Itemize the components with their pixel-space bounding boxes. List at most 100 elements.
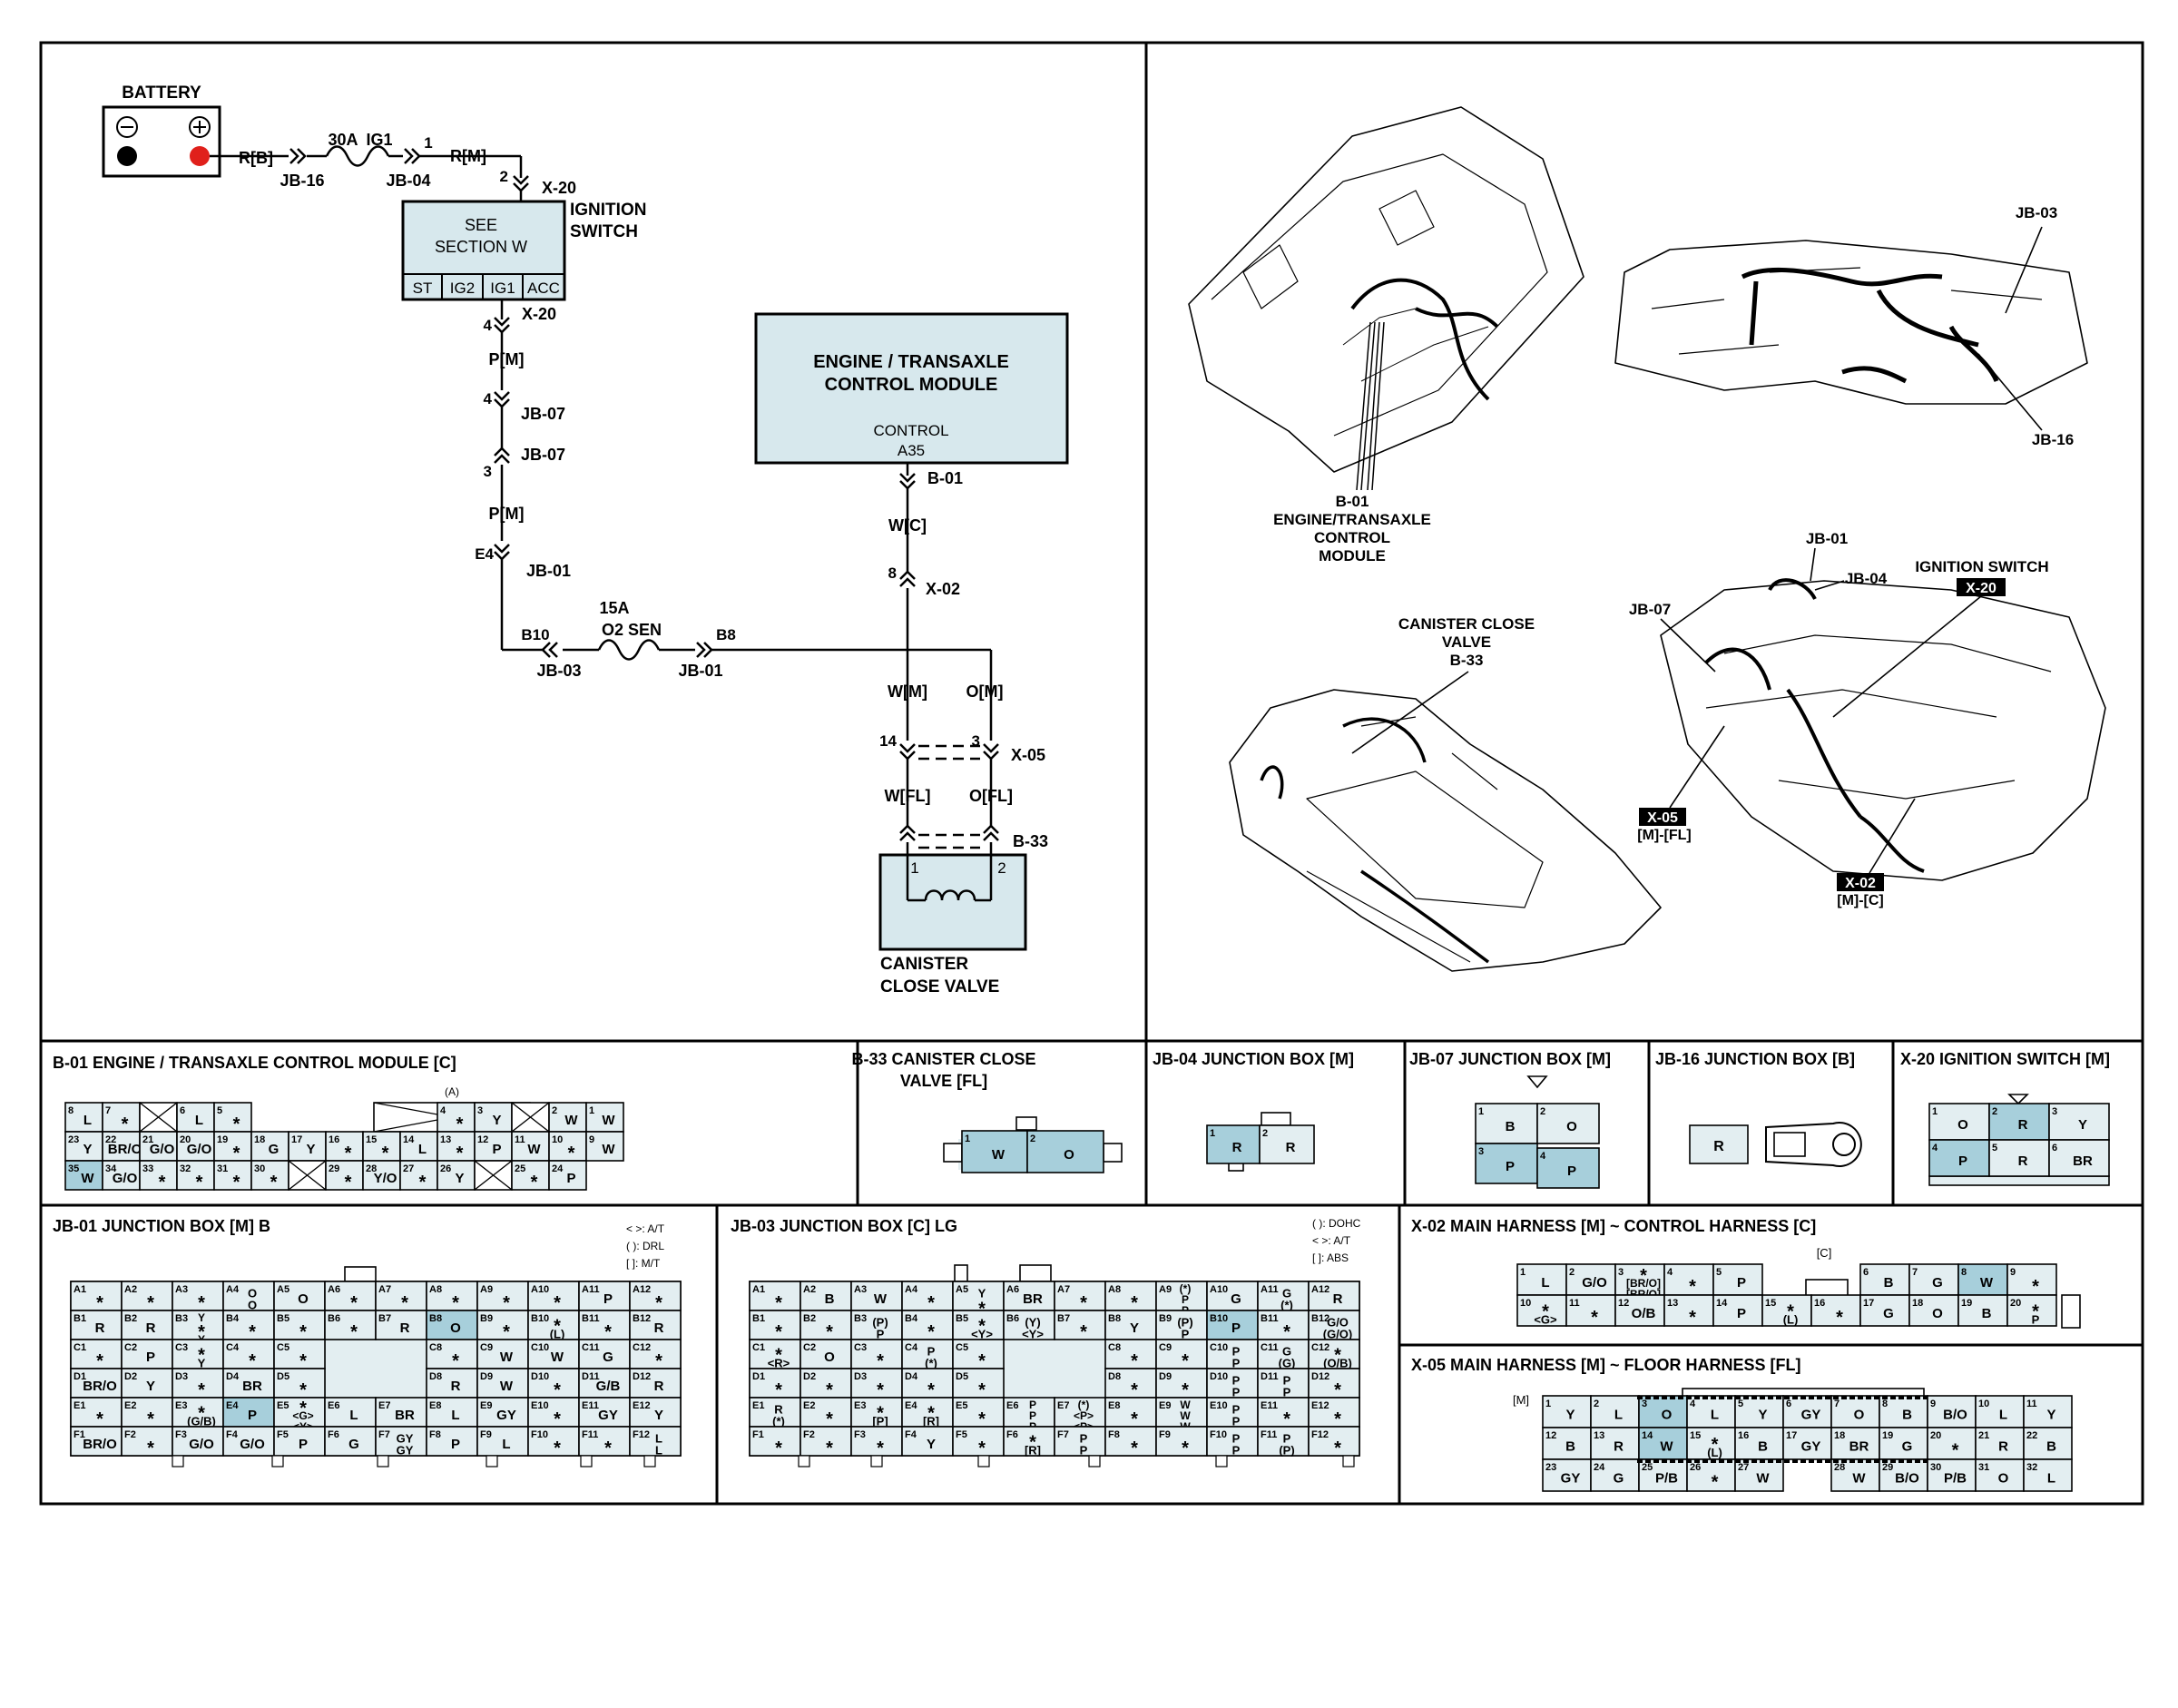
cavity-value: P [1182,1293,1189,1306]
cavity-value: P [1737,1275,1746,1291]
cavity-number: D4 [226,1371,240,1382]
cavity-number: E6 [1006,1400,1018,1411]
cavity-value: * [1836,1308,1843,1328]
jb03-cavity: D9* [1155,1368,1208,1400]
cavity-box [1536,1103,1600,1144]
cavity-number: E10 [531,1400,549,1411]
cavity-box [629,1281,682,1311]
cavity-value: * [159,1173,166,1193]
cavity-box [1308,1368,1360,1399]
cavity-value: Y [654,1408,663,1423]
cavity-number: 2 [1540,1106,1545,1117]
cavity-value: P [1506,1159,1515,1174]
jb01-title: JB-01 JUNCTION BOX [M] B [53,1217,270,1235]
cavity-value: P [1958,1153,1967,1169]
cavity-value: P [299,1437,308,1452]
cavity-value: * [1334,1346,1341,1366]
cavity-value: * [877,1438,884,1458]
cavity-value: B [825,1291,835,1307]
cavity-number: F4 [905,1429,917,1440]
x05-cavity: 21R [1975,1427,2025,1460]
jb01-cavity: E10* [527,1397,580,1429]
jb16-label: JB-16 [280,172,324,190]
cavity-number: D5 [956,1371,968,1382]
jb03-cavity: E4*[R] [901,1397,954,1428]
cavity-box [375,1310,427,1340]
cavity-box [1516,1294,1567,1327]
cavity-number: 18 [1912,1298,1923,1309]
cavity-number: F1 [752,1429,764,1440]
cavity-value: * [456,1144,464,1163]
cavity-box [850,1310,903,1340]
cavity-box [1908,1263,1959,1296]
cavity-value: GY [598,1408,618,1423]
cavity-number: F6 [328,1429,339,1440]
cavity-value: GY [496,1408,516,1423]
jb03-pin-stub [870,1455,883,1468]
x05-tag: [M] [1513,1393,1529,1407]
cavity-number: B12 [1311,1313,1329,1324]
cavity-number: D11 [1261,1371,1279,1382]
x02-cavity: 4* [1663,1263,1714,1297]
leader-line [1814,580,1845,591]
jb01-cavity: B7R [375,1310,427,1340]
pin-label: E4 [475,545,494,563]
cavity-number: 10 [1520,1298,1531,1309]
cavity-number: 8 [68,1105,74,1116]
floor-sketch [1229,689,1662,972]
jb03-cavity: B6(Y)<Y> [1003,1310,1055,1341]
jb03-cavity: A2B [800,1281,852,1311]
b01-connector [899,473,916,490]
b01-cavity: 24P [548,1160,587,1191]
cavity-value: P [1182,1328,1190,1341]
cavity-value: * [198,1346,205,1366]
jb03-cavity: B8Y [1104,1310,1157,1340]
cavity-box [1308,1426,1360,1457]
cavity-value: * [345,1173,352,1193]
cavity-box [121,1310,173,1340]
cross-line [474,1160,513,1191]
cavity-number: E6 [328,1400,339,1411]
cavity-number: A6 [328,1284,340,1295]
cavity-value: W [1756,1471,1770,1487]
cavity-value: P [1283,1432,1291,1446]
cavity-number: A10 [1210,1284,1228,1295]
cavity-value: W [602,1113,615,1128]
cross-line [511,1102,550,1133]
x02-cavity: 3*[BR/O][BR/O] [1614,1263,1665,1301]
cavity-number: 16 [1738,1430,1749,1441]
cavity-value: O [298,1291,309,1307]
cavity-value: G [1614,1471,1624,1487]
cavity-number: A3 [854,1284,867,1295]
cavity-number: 16 [329,1134,339,1145]
cavity-box [70,1339,123,1369]
cavity-number: 13 [440,1134,451,1145]
cavity-number: E2 [124,1400,136,1411]
x02-cavity: 19B [1957,1294,2008,1327]
b01-cavity: 15* [362,1131,401,1163]
cavity-value: * [456,1114,464,1134]
dashboard-detail [1342,308,1489,382]
cavity-number: 26 [1690,1462,1701,1473]
battery-pos-terminal [190,146,210,166]
cavity-number: 19 [1882,1430,1893,1441]
cavity-value: Y [2078,1117,2087,1133]
cavity-value: P [248,1408,257,1423]
cavity-box [70,1397,123,1428]
b01-cavity: 11W [511,1131,550,1162]
cavity-value: (*) [1280,1299,1293,1312]
cavity-value: * [350,1293,358,1313]
cavity-box [121,1339,173,1369]
cavity-number: F10 [1210,1429,1227,1440]
cavity-number: F3 [175,1429,187,1440]
b01-cavity: 1W [585,1102,624,1133]
cavity-box [952,1281,1005,1311]
cavity-box [1638,1458,1688,1492]
cavity-box [1565,1263,1616,1296]
cavity-number: A1 [752,1284,765,1295]
x02-cavity: 7G [1908,1263,1959,1296]
